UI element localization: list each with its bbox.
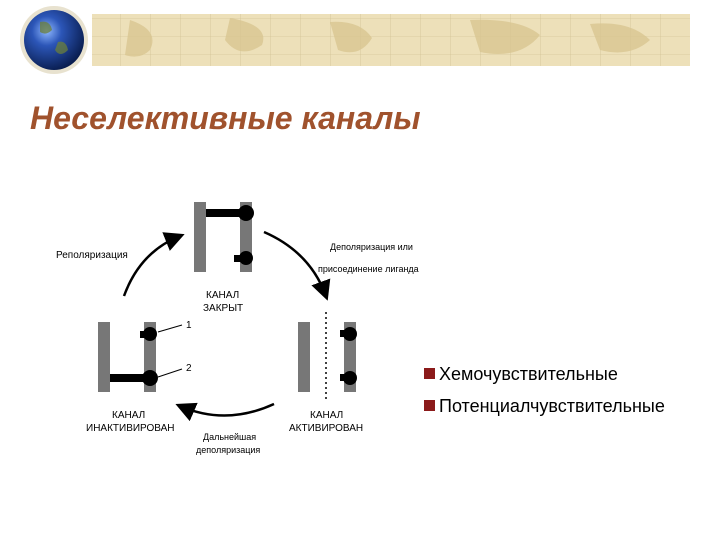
channel-wall-left	[194, 202, 206, 272]
channel-activated	[298, 312, 357, 400]
label-further-line2: деполяризация	[196, 445, 260, 455]
label-depolarization-line2: присоединение лиганда	[318, 264, 419, 274]
label-gate-1: 1	[186, 320, 192, 331]
activation-gate	[206, 209, 250, 217]
gate-2-pointer	[157, 368, 183, 378]
label-further-line1: Дальнейшая	[203, 432, 256, 442]
square-bullet-icon	[424, 367, 435, 379]
label-inactivated-line2: ИНАКТИВИРОВАН	[86, 423, 175, 434]
label-depolarization-line1: Деполяризация или	[330, 242, 413, 252]
label-inactivated-line1: КАНАЛ	[112, 410, 145, 421]
channel-closed	[194, 202, 254, 272]
channel-inactivated	[98, 322, 158, 392]
label-gate-2: 2	[186, 363, 192, 374]
arrow-further-depolarization	[175, 402, 275, 422]
globe-icon	[20, 6, 88, 74]
bullet-item-voltage-sensitive: Потенциалчувствительные	[424, 394, 665, 426]
bullet-text: Потенциалчувствительные	[439, 396, 665, 416]
page-title: Неселективные каналы	[30, 100, 421, 136]
channel-wall-left	[98, 322, 110, 392]
bullet-list: Хемочувствительные Потенциалчувствительн…	[424, 362, 665, 426]
arrow-repolarization	[122, 232, 185, 297]
label-repolarization: Реполяризация	[56, 250, 128, 261]
square-bullet-icon	[424, 399, 435, 411]
channel-wall-left	[298, 322, 310, 392]
label-closed-line1: КАНАЛ	[206, 290, 239, 301]
header-banner	[20, 6, 690, 74]
arrow-depolarization	[263, 230, 331, 301]
label-activated-line2: АКТИВИРОВАН	[289, 423, 363, 434]
label-activated-line1: КАНАЛ	[310, 410, 343, 421]
bullet-item-chemosensitive: Хемочувствительные	[424, 362, 665, 394]
bullet-text: Хемочувствительные	[439, 364, 618, 384]
inactivation-gate	[110, 374, 150, 382]
label-closed-line2: ЗАКРЫТ	[203, 303, 243, 314]
gate-1-pointer	[157, 324, 183, 333]
